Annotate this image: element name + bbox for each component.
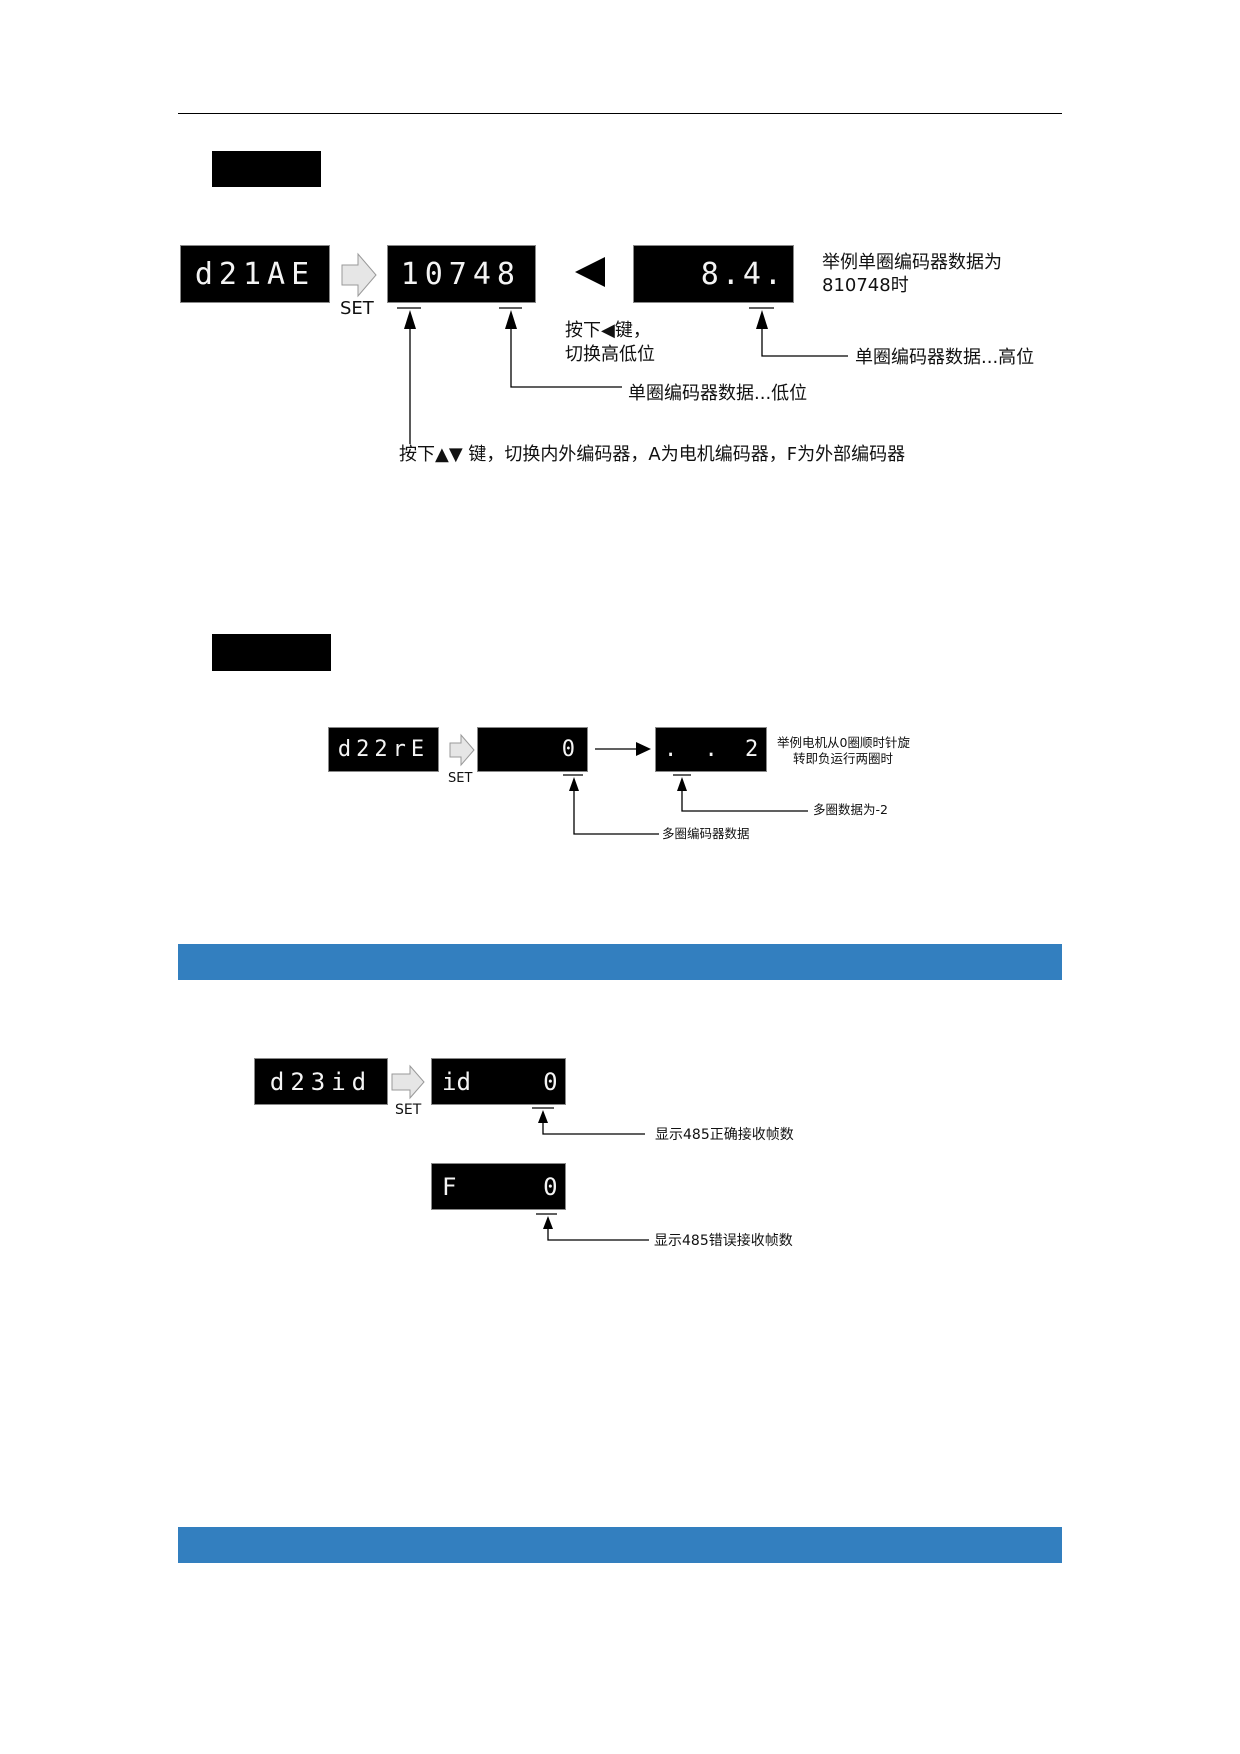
example-text: 举例电机从0圈顺时针旋 — [777, 735, 910, 750]
set-arrow-icon — [449, 733, 475, 771]
display-multiturn-negative: . . 2 — [656, 728, 766, 771]
set-label: SET — [340, 298, 374, 319]
high-digit-label: 单圈编码器数据...高位 — [855, 347, 1035, 368]
set-label: SET — [448, 771, 473, 786]
section-header-bar-2 — [178, 1527, 1062, 1563]
display-d22re: d22rE — [329, 728, 438, 771]
display-rx-ok: id 0 — [432, 1059, 565, 1104]
set-label: SET — [395, 1102, 422, 1118]
display-rx-error: F 0 — [432, 1164, 565, 1209]
header-rule — [178, 113, 1062, 114]
press-left-note-2: 切换高低位 — [565, 344, 655, 365]
example-text-2: 810748时 — [822, 275, 909, 296]
display-high-digits: 8.4. — [634, 246, 793, 302]
negative-label: 多圈数据为-2 — [813, 802, 888, 817]
example-text-2: 转即负运行两圈时 — [793, 751, 894, 766]
display-d23id: d23id — [255, 1059, 387, 1104]
set-arrow-icon — [391, 1064, 425, 1104]
display-multiturn: 0 — [478, 728, 587, 771]
section-header-bar — [178, 944, 1062, 980]
rx-ok-label: 显示485正确接收帧数 — [655, 1127, 794, 1143]
redacted-heading-block — [212, 151, 321, 187]
rx-error-label: 显示485错误接收帧数 — [654, 1233, 793, 1249]
multiturn-label: 多圈编码器数据 — [662, 826, 750, 841]
low-digit-label: 单圈编码器数据...低位 — [628, 383, 808, 404]
display-low-digits: 10748 — [388, 246, 535, 302]
display-d21ae: d21AE — [181, 246, 329, 302]
updown-note: 按下▲▼ 键，切换内外编码器，A为电机编码器，F为外部编码器 — [399, 444, 906, 465]
redacted-heading-block-2 — [212, 634, 331, 671]
example-text: 举例单圈编码器数据为 — [822, 252, 1002, 273]
press-left-note: 按下◀键， — [565, 320, 651, 341]
set-arrow-icon — [341, 252, 377, 298]
left-key-triangle-icon — [575, 257, 607, 291]
